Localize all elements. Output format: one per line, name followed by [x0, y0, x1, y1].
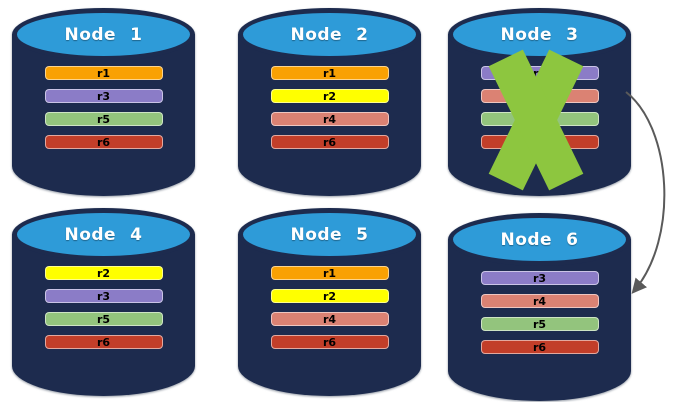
- arrow-curve: [625, 91, 666, 294]
- replica-bar-r3: r3: [44, 89, 163, 103]
- db-node-6: Node 6 r3 r4 r5 r6: [448, 213, 631, 401]
- replica-bar-r6: r6: [44, 135, 163, 149]
- db-node-3-failed: Node 3 r3 r4 r5 r6: [448, 8, 631, 196]
- node-title: Node 1: [64, 24, 143, 45]
- replica-list: r1 r2 r4 r6: [238, 66, 421, 149]
- replica-list: r3 r4 r5 r6: [448, 271, 631, 354]
- db-node-1: Node 1 r1 r3 r5 r6: [12, 8, 195, 196]
- database-cylinder: Node 4 r2 r3 r5 r6: [12, 208, 195, 396]
- db-node-2: Node 2 r1 r2 r4 r6: [238, 8, 421, 196]
- replica-bar-r4: r4: [270, 312, 389, 326]
- database-cylinder: Node 3 r3 r4 r5 r6: [448, 8, 631, 196]
- cylinder-top: Node 6: [448, 213, 631, 266]
- replica-bar-r6: r6: [270, 335, 389, 349]
- replica-bar-r3: r3: [44, 289, 163, 303]
- database-cylinder: Node 5 r1 r2 r4 r6: [238, 208, 421, 396]
- replica-list: r2 r3 r5 r6: [12, 266, 195, 349]
- replica-bar-r6: r6: [480, 135, 599, 149]
- replica-bar-r5: r5: [480, 112, 599, 126]
- database-cylinder: Node 1 r1 r3 r5 r6: [12, 8, 195, 196]
- replica-list: r1 r2 r4 r6: [238, 266, 421, 349]
- replica-bar-r3: r3: [480, 271, 599, 285]
- replica-bar-r6: r6: [44, 335, 163, 349]
- node-title: Node 6: [500, 229, 579, 250]
- cylinder-top: Node 2: [238, 8, 421, 61]
- cylinder-top: Node 4: [12, 208, 195, 261]
- replica-bar-r2: r2: [270, 289, 389, 303]
- database-cylinder: Node 2 r1 r2 r4 r6: [238, 8, 421, 196]
- replica-bar-r5: r5: [44, 112, 163, 126]
- cylinder-top: Node 3: [448, 8, 631, 61]
- cylinder-top: Node 5: [238, 208, 421, 261]
- replica-bar-r2: r2: [44, 266, 163, 280]
- replica-bar-r6: r6: [480, 340, 599, 354]
- replica-bar-r3: r3: [480, 66, 599, 80]
- node-title: Node 4: [64, 224, 143, 245]
- replica-bar-r6: r6: [270, 135, 389, 149]
- node-title: Node 5: [290, 224, 369, 245]
- replica-bar-r4: r4: [480, 294, 599, 308]
- replica-list: r1 r3 r5 r6: [12, 66, 195, 149]
- db-node-4: Node 4 r2 r3 r5 r6: [12, 208, 195, 396]
- replica-bar-r1: r1: [270, 266, 389, 280]
- node-title: Node 3: [500, 24, 579, 45]
- replica-bar-r1: r1: [44, 66, 163, 80]
- replica-bar-r1: r1: [270, 66, 389, 80]
- database-cylinder: Node 6 r3 r4 r5 r6: [448, 213, 631, 401]
- node-title: Node 2: [290, 24, 369, 45]
- replica-list: r3 r4 r5 r6: [448, 66, 631, 149]
- replica-bar-r4: r4: [480, 89, 599, 103]
- replica-bar-r2: r2: [270, 89, 389, 103]
- replica-bar-r4: r4: [270, 112, 389, 126]
- db-node-5: Node 5 r1 r2 r4 r6: [238, 208, 421, 396]
- cylinder-top: Node 1: [12, 8, 195, 61]
- replica-bar-r5: r5: [44, 312, 163, 326]
- replica-bar-r5: r5: [480, 317, 599, 331]
